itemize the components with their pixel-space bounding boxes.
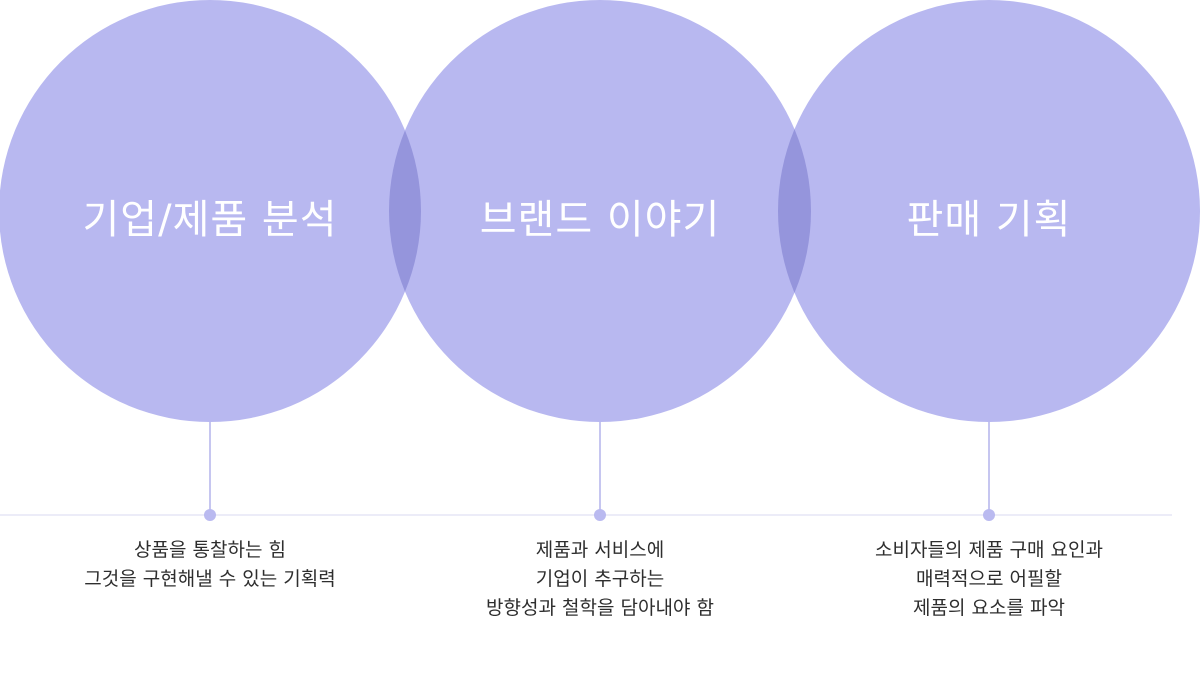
description-3-line-3: 제품의 요소를 파악 xyxy=(913,597,1065,619)
circle-title-2: 브랜드 이야기 xyxy=(479,197,721,243)
circle-3 xyxy=(778,0,1200,422)
description-1-line-1: 상품을 통찰하는 힘 xyxy=(134,539,286,561)
timeline-dot-3 xyxy=(983,509,995,521)
circle-title-1: 기업/제품 분석 xyxy=(82,197,338,243)
circle-2 xyxy=(389,0,811,422)
description-1: 상품을 통찰하는 힘 그것을 구현해낼 수 있는 기획력 xyxy=(0,536,420,594)
timeline-dot-2 xyxy=(594,509,606,521)
description-3-line-2: 매력적으로 어필할 xyxy=(916,568,1062,590)
description-3-line-1: 소비자들의 제품 구매 요인과 xyxy=(875,539,1103,561)
description-2-line-3: 방향성과 철학을 담아내야 함 xyxy=(486,597,714,619)
circle-1 xyxy=(0,0,421,422)
timeline-dot-1 xyxy=(204,509,216,521)
description-1-line-2: 그것을 구현해낼 수 있는 기획력 xyxy=(84,568,336,590)
description-2-line-1: 제품과 서비스에 xyxy=(535,539,665,561)
description-2: 제품과 서비스에 기업이 추구하는 방향성과 철학을 담아내야 함 xyxy=(390,536,810,623)
circle-title-3: 판매 기획 xyxy=(906,197,1072,243)
description-2-line-2: 기업이 추구하는 xyxy=(535,568,665,590)
description-3: 소비자들의 제품 구매 요인과 매력적으로 어필할 제품의 요소를 파악 xyxy=(779,536,1199,623)
